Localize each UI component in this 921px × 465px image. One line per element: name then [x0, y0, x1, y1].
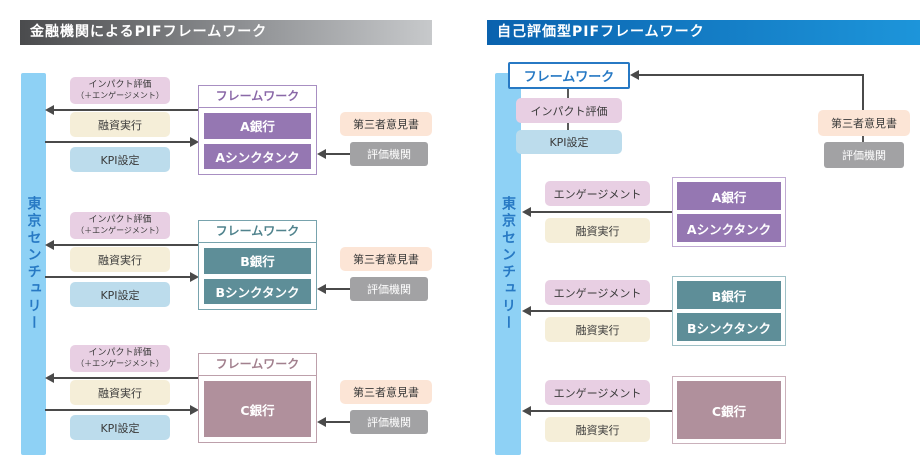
arrow-line-entity-to-framework — [45, 141, 190, 143]
arrowhead-left-icon — [522, 406, 531, 416]
third-party-opinion-box: 第三者意見書 — [340, 112, 432, 136]
arrowhead-left-icon — [630, 70, 639, 80]
loan-execution-box: 融資実行 — [70, 247, 170, 272]
framework-group-bank-b: フレームワーク B銀行 Bシンクタンク — [198, 220, 317, 310]
bank-b-box: B銀行 — [204, 248, 311, 274]
thinktank-a-box: Aシンクタンク — [204, 143, 311, 169]
impact-evaluation-line2: （＋エンゲージメント） — [76, 91, 164, 101]
left-entity-bar: 東京センチュリー — [21, 73, 46, 455]
evaluation-agency-box: 評価機関 — [350, 410, 428, 434]
arrow-line-bank-to-entity — [530, 211, 672, 213]
right-entity-bar-label: 東京センチュリー — [500, 196, 516, 332]
loan-execution-box: 融資実行 — [545, 218, 650, 243]
arrow-line-evaluator-to-thinktank — [325, 153, 351, 155]
left-entity-bar-label: 東京センチュリー — [25, 196, 42, 332]
impact-evaluation-line2: （＋エンゲージメント） — [76, 359, 164, 369]
evaluation-agency-box: 評価機関 — [824, 142, 904, 168]
arrowhead-right-icon — [190, 137, 199, 147]
arrow-line-entity-to-framework — [45, 409, 190, 411]
bank-a-box: A銀行 — [204, 113, 311, 139]
loan-execution-box: 融資実行 — [70, 112, 170, 137]
impact-evaluation-box: インパクト評価 （＋エンゲージメント） — [70, 345, 170, 372]
right-diagram-title: 自己評価型PIFフレームワーク — [487, 20, 920, 45]
third-party-opinion-box: 第三者意見書 — [340, 380, 432, 404]
framework-group-header: フレームワーク — [199, 86, 316, 108]
framework-group-header: フレームワーク — [199, 354, 316, 376]
thinktank-a-box: Aシンクタンク — [677, 214, 781, 242]
arrowhead-right-icon — [190, 405, 199, 415]
arrow-line-framework-to-entity — [52, 109, 198, 111]
arrowhead-left-icon — [45, 105, 54, 115]
loan-execution-box: 融資実行 — [545, 317, 650, 342]
impact-evaluation-box: インパクト評価 （＋エンゲージメント） — [70, 77, 170, 104]
arrow-line-evaluator-to-thinktank — [325, 288, 351, 290]
bank-a-box: A銀行 — [677, 182, 781, 210]
engagement-box: エンゲージメント — [545, 181, 650, 206]
loan-execution-box: 融資実行 — [545, 417, 650, 442]
framework-group-bank-c: フレームワーク C銀行 — [198, 353, 317, 443]
arrow-line-bank-to-entity — [530, 410, 672, 412]
bank-c-box: C銀行 — [677, 381, 781, 439]
arrow-line-framework-to-entity — [52, 377, 198, 379]
arrowhead-left-icon — [522, 306, 531, 316]
bank-c-box: C銀行 — [204, 381, 311, 437]
arrow-line-entity-to-framework — [45, 276, 190, 278]
framework-link-box: フレームワーク — [508, 62, 630, 89]
impact-evaluation-line1: インパクト評価 — [88, 347, 152, 358]
arrowhead-left-icon — [522, 207, 531, 217]
impact-evaluation-line1: インパクト評価 — [88, 214, 152, 225]
bank-group-a: A銀行 Aシンクタンク — [672, 177, 786, 247]
impact-evaluation-box: インパクト評価 （＋エンゲージメント） — [70, 212, 170, 239]
thinktank-b-box: Bシンクタンク — [677, 313, 781, 341]
impact-evaluation-box: インパクト評価 — [516, 98, 622, 123]
connector-impact-kpi — [567, 123, 569, 130]
arrowhead-left-icon — [45, 240, 54, 250]
arrow-line-opinion-to-framework — [638, 74, 864, 76]
arrowhead-right-icon — [190, 272, 199, 282]
connector-opinion-evaluator — [862, 136, 864, 142]
arrow-line-framework-to-entity — [52, 244, 198, 246]
engagement-box: エンゲージメント — [545, 380, 650, 405]
evaluation-agency-box: 評価機関 — [350, 277, 428, 301]
evaluation-agency-box: 評価機関 — [350, 142, 428, 166]
kpi-setting-box: KPI設定 — [516, 130, 622, 154]
impact-evaluation-line1: インパクト評価 — [88, 79, 152, 90]
third-party-opinion-box: 第三者意見書 — [340, 247, 432, 271]
connector-framework-impact — [567, 89, 569, 98]
arrowhead-left-icon — [317, 284, 326, 294]
left-diagram-title: 金融機関によるPIFフレームワーク — [20, 20, 432, 45]
third-party-opinion-box: 第三者意見書 — [818, 110, 910, 136]
bank-group-c: C銀行 — [672, 376, 786, 444]
arrow-line-opinion-to-framework-vertical — [862, 74, 864, 110]
arrow-line-bank-to-entity — [530, 310, 672, 312]
arrowhead-left-icon — [317, 149, 326, 159]
arrowhead-left-icon — [45, 373, 54, 383]
bank-group-b: B銀行 Bシンクタンク — [672, 276, 786, 346]
framework-group-header: フレームワーク — [199, 221, 316, 243]
kpi-setting-box: KPI設定 — [70, 282, 170, 307]
engagement-box: エンゲージメント — [545, 280, 650, 305]
thinktank-b-box: Bシンクタンク — [204, 278, 311, 304]
kpi-setting-box: KPI設定 — [70, 147, 170, 172]
loan-execution-box: 融資実行 — [70, 380, 170, 405]
impact-evaluation-line2: （＋エンゲージメント） — [76, 226, 164, 236]
bank-b-box: B銀行 — [677, 281, 781, 309]
framework-group-bank-a: フレームワーク A銀行 Aシンクタンク — [198, 85, 317, 175]
arrow-line-evaluator-to-bank — [325, 421, 351, 423]
kpi-setting-box: KPI設定 — [70, 415, 170, 440]
arrowhead-left-icon — [317, 417, 326, 427]
